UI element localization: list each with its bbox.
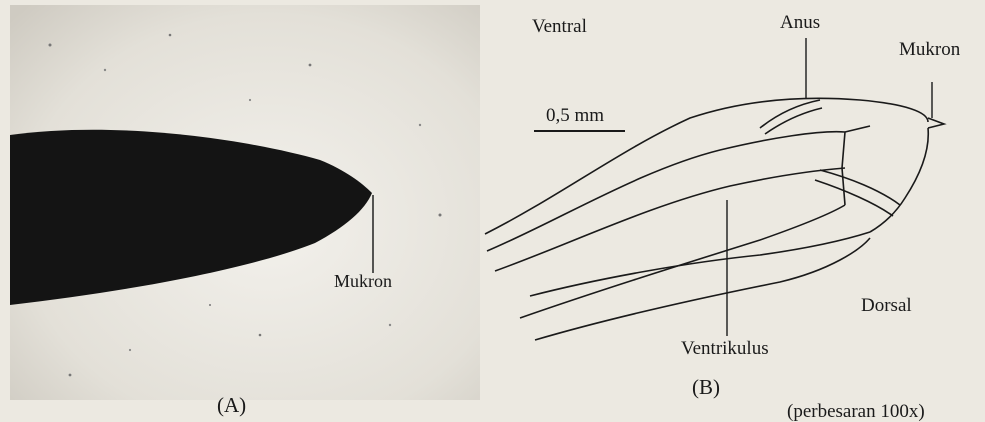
inner-line-4 (535, 238, 870, 340)
inner-line-1 (487, 132, 845, 251)
tip-notch (842, 126, 870, 205)
body-outline-tip (870, 128, 928, 232)
body-outline-lower (530, 232, 870, 296)
caption-b: (B) (692, 377, 720, 398)
inner-line-3 (520, 205, 845, 318)
ventriculus-inner-b (815, 180, 893, 216)
ventral-label: Ventral (532, 17, 587, 36)
inner-line-2 (495, 168, 845, 271)
mukron-tip (928, 118, 944, 128)
ventriculus-inner-a (820, 170, 900, 205)
scale-bar-label: 0,5 mm (546, 106, 604, 125)
ventrikulus-label: Ventrikulus (681, 339, 769, 358)
anus-label: Anus (780, 13, 820, 32)
caption-fragment: (perbesaran 100x) (787, 402, 925, 421)
dorsal-label: Dorsal (861, 296, 912, 315)
anus-arc (760, 100, 820, 128)
anus-arc-2 (765, 108, 822, 134)
mukron-label-b: Mukron (899, 40, 960, 59)
